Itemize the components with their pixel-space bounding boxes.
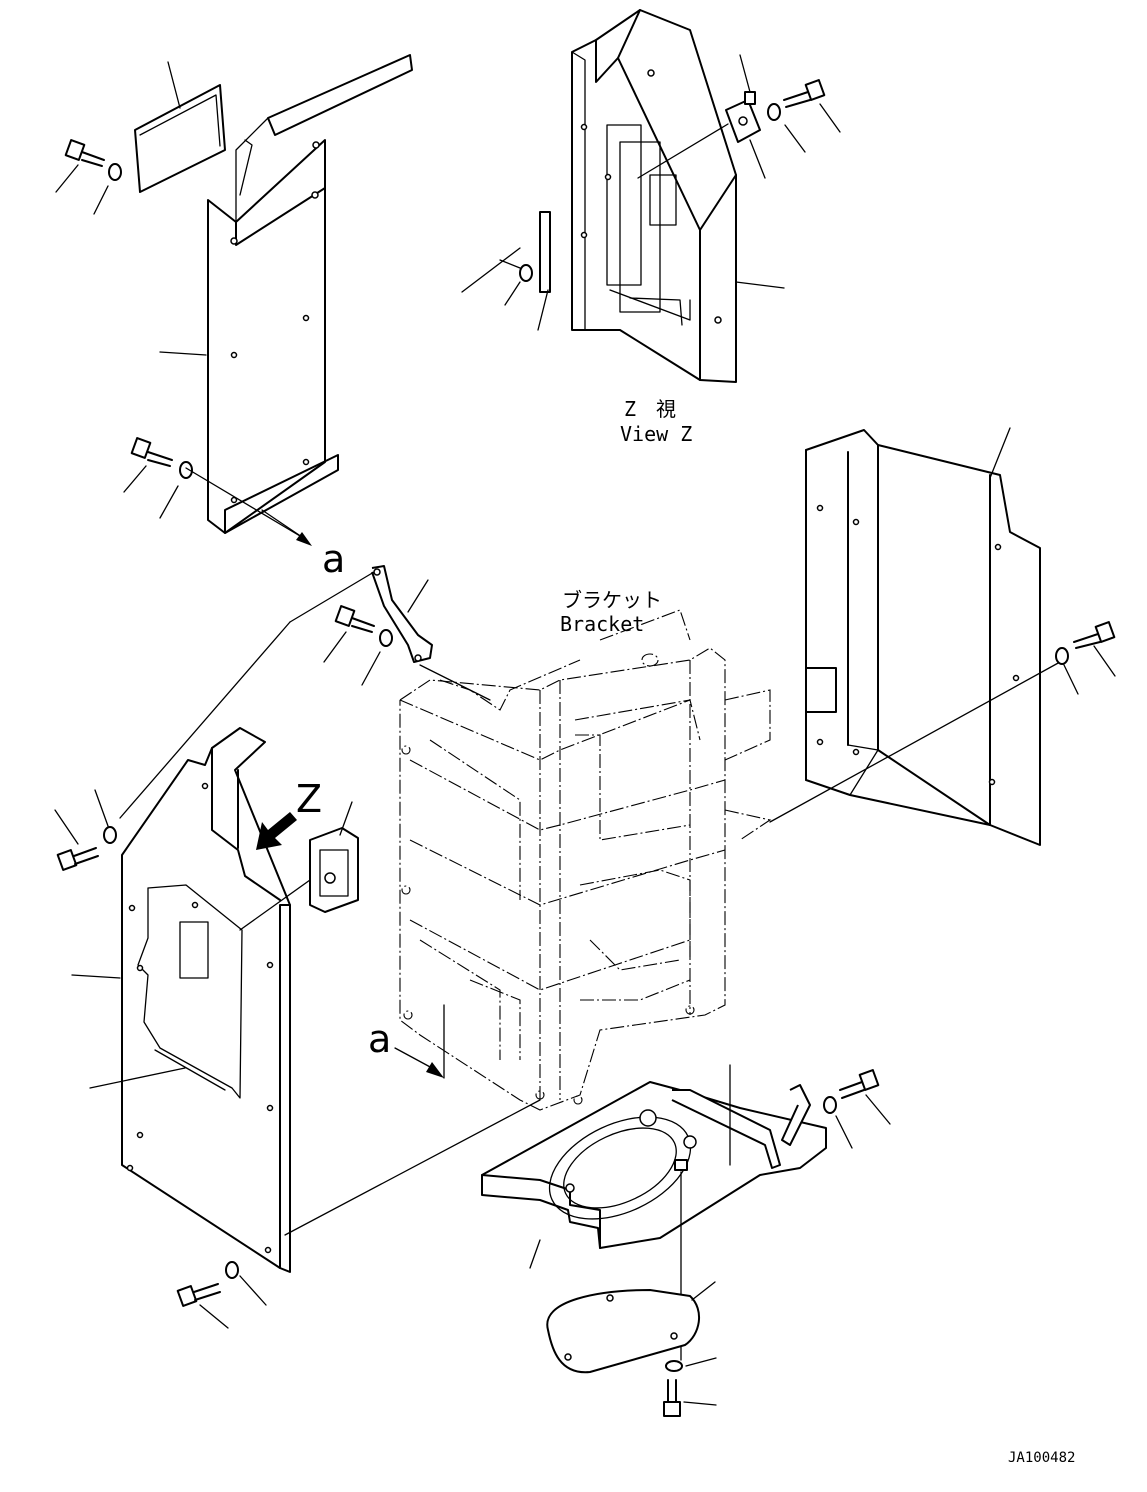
reference-arrow-a-bottom: a xyxy=(368,1004,445,1079)
lower-left-panel: Z xyxy=(71,571,541,1273)
reference-arrow-a-top: a xyxy=(261,509,345,581)
bracket-label-jp: ブラケット xyxy=(562,588,662,612)
view-z-label-jp: Z 視 xyxy=(624,397,676,421)
lower-left-bolts xyxy=(54,789,267,1329)
ref-a-top-label: a xyxy=(322,537,345,581)
upper-left-cover-panel xyxy=(134,54,413,534)
upper-bracket xyxy=(323,565,491,701)
right-side-cover xyxy=(769,427,1116,846)
upper-left-bolts xyxy=(55,139,301,537)
view-z-label-en: View Z xyxy=(620,422,692,446)
bracket-label-en: Bracket xyxy=(560,612,644,636)
center-frame-phantom: ブラケット Bracket xyxy=(399,588,772,1111)
drawing-id: JA100482 xyxy=(1008,1450,1075,1466)
bottom-base-plate xyxy=(481,1064,891,1361)
view-z-arrow xyxy=(256,812,297,850)
view-z-detail: Z 視 View Z xyxy=(461,9,841,446)
view-z-arrow-label: Z xyxy=(296,777,322,821)
bottom-cover-plate xyxy=(546,1281,717,1417)
ref-a-bottom-label: a xyxy=(368,1017,391,1061)
